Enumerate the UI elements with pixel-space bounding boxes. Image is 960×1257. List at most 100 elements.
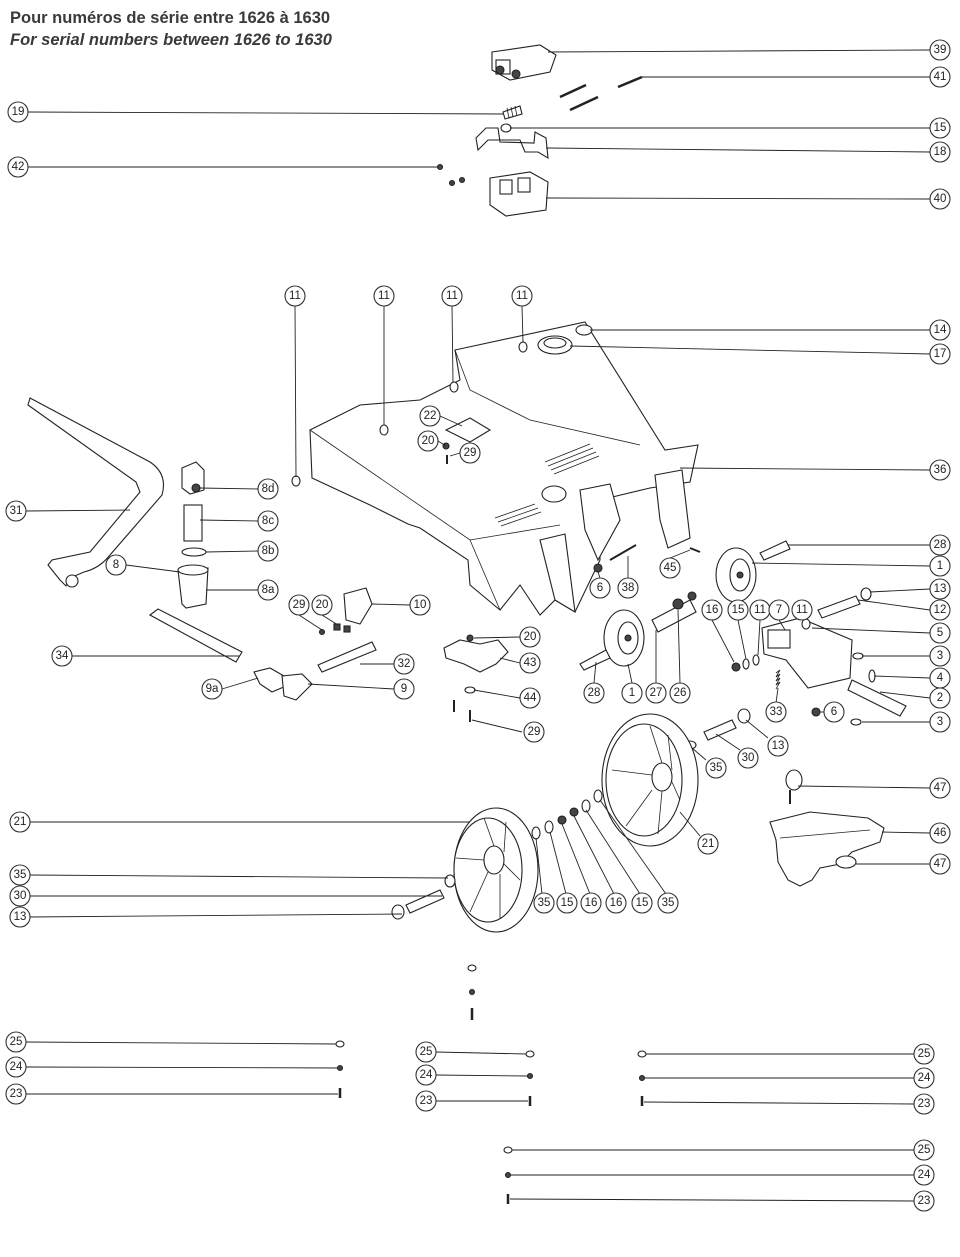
callout-12: 12 (929, 599, 951, 621)
callout-19: 19 (7, 101, 29, 123)
callout-24: 24 (5, 1056, 27, 1078)
part-42-nuts (436, 163, 466, 187)
callout-28: 28 (929, 534, 951, 556)
title-french: Pour numéros de série entre 1626 à 1630 (10, 9, 331, 27)
callout-41: 41 (929, 66, 951, 88)
callout-3: 3 (929, 645, 951, 667)
svg-text:11: 11 (796, 604, 808, 616)
svg-text:15: 15 (636, 897, 649, 909)
callout-35: 35 (657, 892, 679, 914)
callout-11: 11 (441, 285, 463, 307)
svg-text:46: 46 (934, 827, 947, 839)
part-19-spring (502, 105, 523, 120)
callout-44: 44 (519, 687, 541, 709)
callout-36: 36 (929, 459, 951, 481)
svg-text:15: 15 (561, 897, 574, 909)
callout-25: 25 (913, 1139, 935, 1161)
svg-text:24: 24 (10, 1061, 23, 1073)
svg-text:11: 11 (446, 290, 458, 302)
hardware-set-4 (503, 1146, 513, 1204)
part-17-grommet (537, 335, 573, 355)
callout-2: 2 (929, 687, 951, 709)
svg-text:35: 35 (662, 897, 675, 909)
svg-text:7: 7 (776, 604, 782, 616)
part-47-pin-top (785, 769, 803, 804)
callout-20: 20 (311, 594, 333, 616)
svg-text:20: 20 (422, 435, 435, 447)
callout-13: 13 (9, 906, 31, 928)
svg-text:5: 5 (937, 627, 943, 639)
svg-text:47: 47 (934, 858, 947, 870)
svg-text:20: 20 (316, 599, 329, 611)
svg-text:12: 12 (934, 604, 947, 616)
callout-1: 1 (929, 555, 951, 577)
part-32-pin (317, 641, 377, 673)
svg-text:30: 30 (742, 752, 755, 764)
part-10-bracket (343, 587, 373, 625)
svg-text:35: 35 (710, 762, 723, 774)
part-34-tube (148, 608, 243, 663)
callout-6: 6 (589, 577, 611, 599)
callout-24: 24 (415, 1064, 437, 1086)
svg-text:8b: 8b (262, 545, 275, 557)
svg-text:24: 24 (420, 1069, 433, 1081)
svg-text:25: 25 (918, 1144, 931, 1156)
svg-text:6: 6 (597, 582, 603, 594)
svg-text:23: 23 (918, 1195, 931, 1207)
part-7-foot-pedal (761, 617, 853, 689)
svg-text:13: 13 (934, 583, 947, 595)
callout-11: 11 (511, 285, 533, 307)
callout-23: 23 (5, 1083, 27, 1105)
callout-18: 18 (929, 141, 951, 163)
hardware-set-2 (525, 1050, 535, 1106)
callout-31: 31 (5, 500, 27, 522)
svg-text:36: 36 (934, 464, 947, 476)
callout-23: 23 (913, 1093, 935, 1115)
callout-23: 23 (913, 1190, 935, 1212)
part-15-washer (500, 123, 512, 133)
callout-21: 21 (9, 811, 31, 833)
part-14-plug (575, 324, 593, 336)
svg-text:25: 25 (10, 1036, 23, 1048)
callout-11: 11 (749, 599, 771, 621)
part-29-20-bolts-left (318, 623, 351, 636)
part-27-26-spacer-nut (651, 591, 697, 633)
leader-lines (25, 49, 931, 1202)
part-40-base-block (489, 171, 549, 217)
callout-11: 11 (791, 599, 813, 621)
svg-text:23: 23 (918, 1098, 931, 1110)
svg-text:1: 1 (937, 560, 943, 572)
svg-text:8a: 8a (262, 584, 275, 596)
svg-text:24: 24 (918, 1169, 931, 1181)
svg-text:23: 23 (10, 1088, 23, 1100)
part-22-plate (444, 417, 492, 443)
svg-text:28: 28 (934, 539, 947, 551)
callout-20: 20 (417, 430, 439, 452)
callout-24: 24 (913, 1067, 935, 1089)
callout-8d: 8d (257, 478, 279, 500)
callout-40: 40 (929, 188, 951, 210)
part-31-handle-bar (27, 397, 165, 588)
svg-text:11: 11 (516, 290, 528, 302)
callout-15: 15 (929, 117, 951, 139)
svg-text:16: 16 (610, 897, 623, 909)
callout-14: 14 (929, 319, 951, 341)
callout-29: 29 (523, 721, 545, 743)
callout-8c: 8c (257, 510, 279, 532)
callout-26: 26 (669, 682, 691, 704)
callout-15: 15 (556, 892, 578, 914)
svg-text:21: 21 (14, 816, 27, 828)
svg-text:3: 3 (937, 716, 943, 728)
svg-text:33: 33 (770, 706, 783, 718)
callout-47: 47 (929, 853, 951, 875)
callout-9: 9 (393, 678, 415, 700)
svg-text:43: 43 (524, 657, 537, 669)
svg-text:13: 13 (14, 911, 27, 923)
svg-text:20: 20 (524, 631, 537, 643)
callout-25: 25 (913, 1043, 935, 1065)
svg-text:4: 4 (937, 672, 944, 684)
svg-text:17: 17 (934, 348, 947, 360)
part-12-13-bolt-pedal (817, 587, 872, 619)
svg-text:21: 21 (702, 838, 715, 850)
